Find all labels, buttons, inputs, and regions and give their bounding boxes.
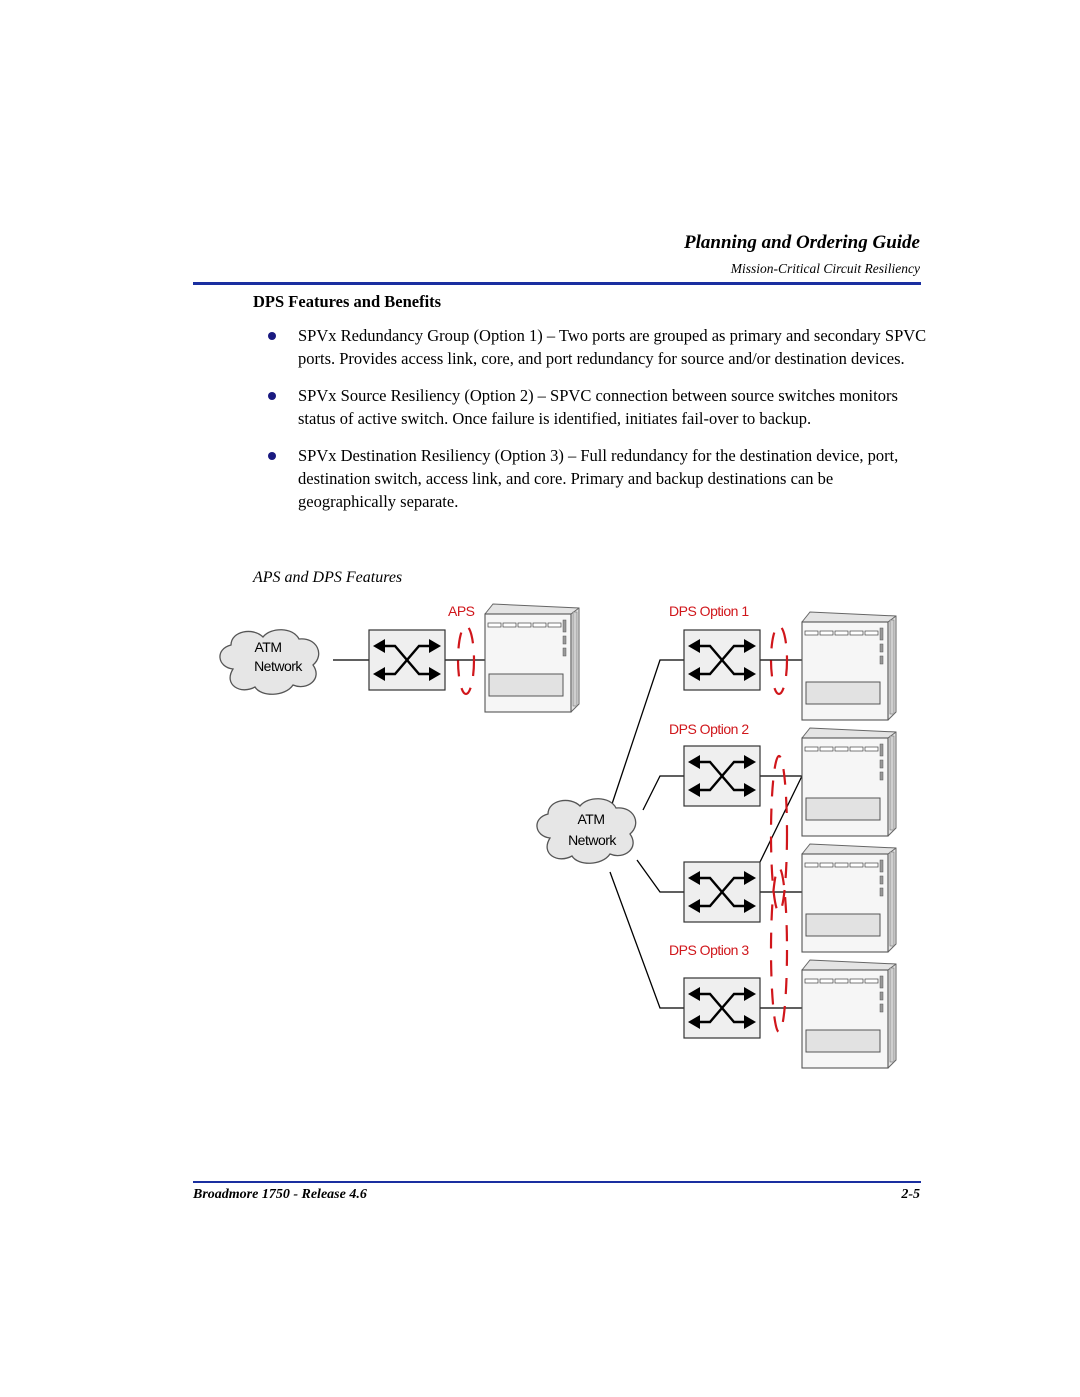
chassis-icon <box>484 603 580 713</box>
cloud-1-label-line2: Network <box>254 658 303 674</box>
cloud-icon <box>219 629 320 695</box>
chassis-icon <box>801 843 897 953</box>
bullet-dot-icon <box>268 452 276 460</box>
cloud-icon <box>536 798 637 864</box>
dps-option-2-label: DPS Option 2 <box>669 721 749 737</box>
bullet-dot-icon <box>268 332 276 340</box>
dps-option-1-label: DPS Option 1 <box>669 603 749 619</box>
bullet-text: SPVx Redundancy Group (Option 1) – Two p… <box>298 326 927 368</box>
switch-icon <box>682 976 762 1040</box>
header-rule <box>193 282 921 285</box>
redundancy-ovals <box>456 624 789 1034</box>
bullet-text: SPVx Source Resiliency (Option 2) – SPVC… <box>298 386 898 428</box>
bullet-item: SPVx Source Resiliency (Option 2) – SPVC… <box>268 384 928 430</box>
figure-caption: APS and DPS Features <box>253 569 403 586</box>
page-number: 2-5 <box>901 1187 920 1202</box>
chassis-icon <box>801 611 897 721</box>
dps-option-3-label: DPS Option 3 <box>669 942 749 958</box>
cloud-1-label-line1: ATM <box>254 639 281 655</box>
bullet-item: SPVx Redundancy Group (Option 1) – Two p… <box>268 324 928 370</box>
page-header-subtitle: Mission-Critical Circuit Resiliency <box>730 261 920 276</box>
cloud-2-label-line1: ATM <box>577 811 604 827</box>
link-lines <box>333 659 803 1009</box>
chassis-icon <box>801 727 897 837</box>
switch-icon <box>367 628 447 692</box>
bullet-text: SPVx Destination Resiliency (Option 3) –… <box>298 446 899 511</box>
bullet-item: SPVx Destination Resiliency (Option 3) –… <box>268 444 928 513</box>
section-heading: DPS Features and Benefits <box>253 292 442 311</box>
bullet-dot-icon <box>268 392 276 400</box>
chassis-icon <box>801 959 897 1069</box>
switch-icon <box>682 628 762 692</box>
footer-product: Broadmore 1750 - Release 4.6 <box>193 1187 367 1202</box>
switch-icon <box>682 860 762 924</box>
page-header-title: Planning and Ordering Guide <box>684 232 920 253</box>
cloud-2-label-line2: Network <box>568 832 617 848</box>
aps-label: APS <box>448 603 475 619</box>
footer-rule <box>193 1181 921 1183</box>
switch-icon <box>682 744 762 808</box>
bullet-list: SPVx Redundancy Group (Option 1) – Two p… <box>268 324 928 527</box>
